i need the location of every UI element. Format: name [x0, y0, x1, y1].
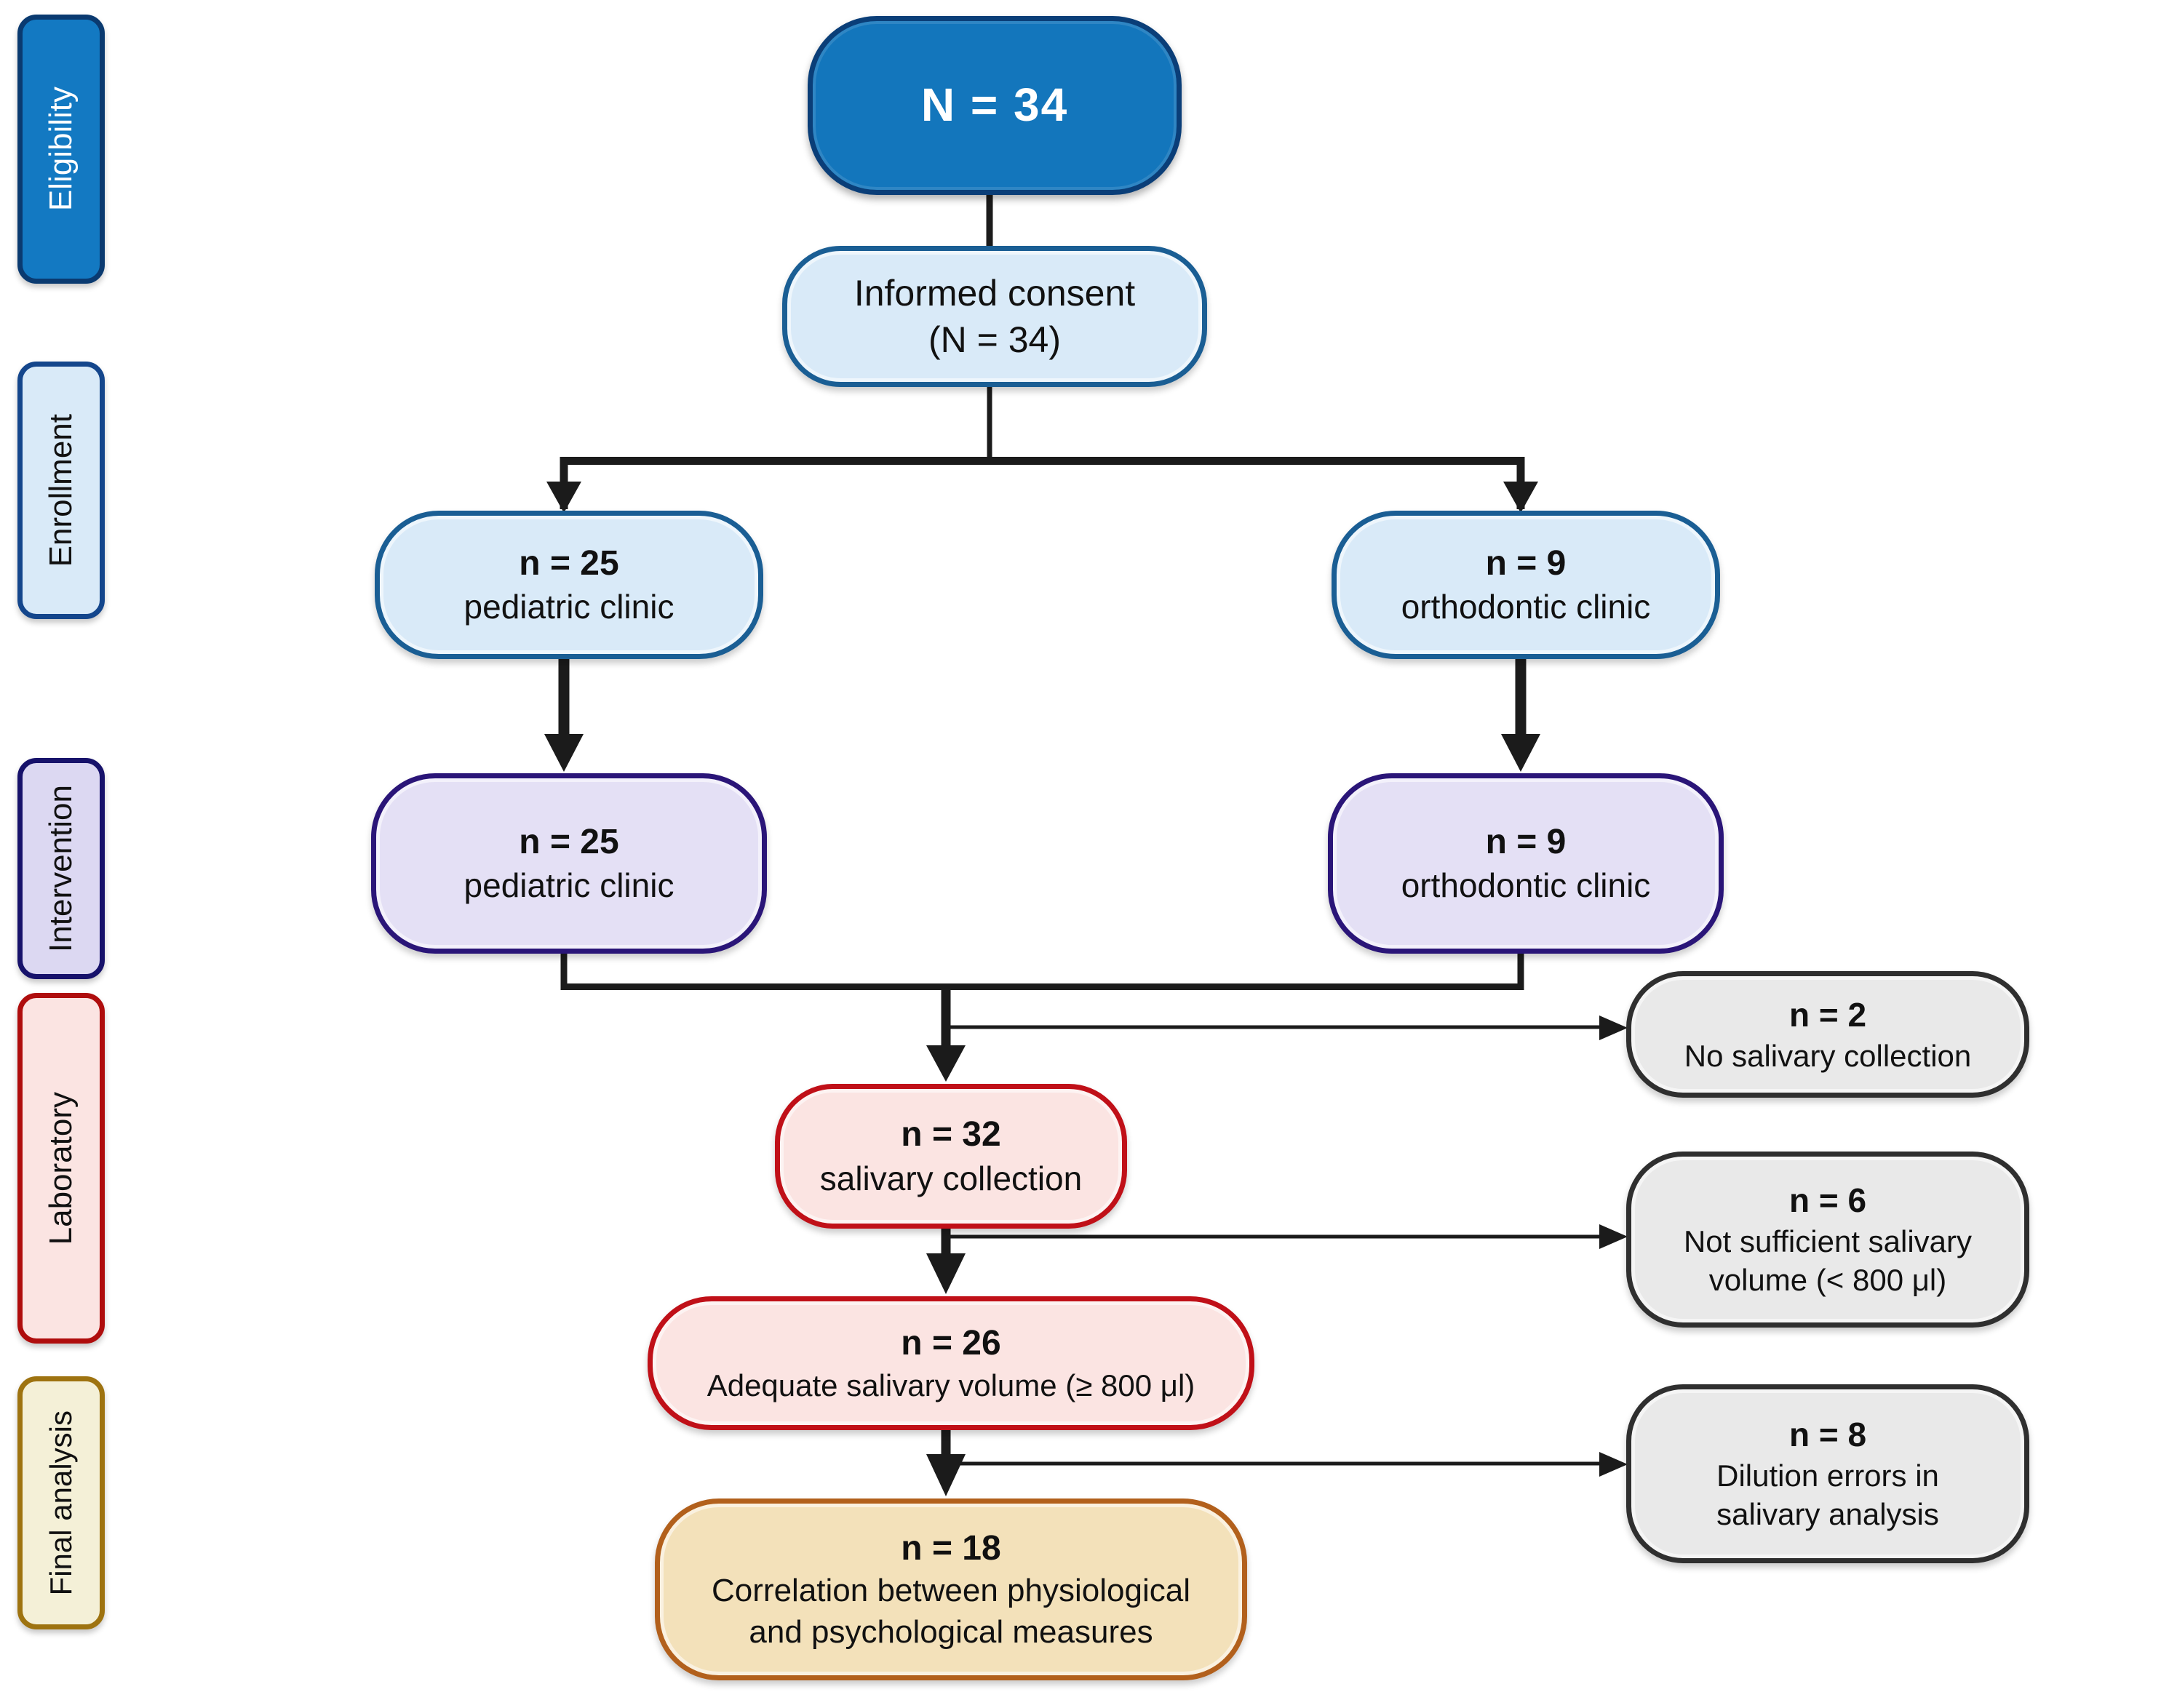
node-salivary-collection: n = 32 salivary collection — [775, 1084, 1127, 1229]
arrowhead-down-orthodontic-icon — [1503, 482, 1538, 513]
node-excluded-dilution-errors-count: n = 8 — [1788, 1415, 1867, 1453]
connector-intervention-merge — [560, 942, 1524, 990]
node-enrollment-orthodontic: n = 9 orthodontic clinic — [1332, 511, 1720, 659]
node-enrollment-orthodontic-count: n = 9 — [1485, 543, 1567, 583]
node-informed-consent: Informed consent (N = 34) — [782, 246, 1207, 387]
node-intervention-orthodontic-count: n = 9 — [1485, 822, 1567, 861]
node-final-analysis-line2: Correlation between physiological — [712, 1573, 1190, 1609]
node-enrollment-pediatric-count: n = 25 — [519, 543, 619, 583]
arrowhead-right-insufficient-icon — [1599, 1224, 1628, 1249]
node-final-analysis-correlation: n = 18 Correlation between physiological… — [655, 1499, 1247, 1680]
stage-label-laboratory: Laboratory — [17, 993, 105, 1344]
node-excluded-no-salivary-collection-count: n = 2 — [1788, 995, 1867, 1034]
arrowhead-down-salivary-icon — [926, 1045, 966, 1082]
stage-label-enrollment: Enrollment — [17, 362, 105, 619]
node-intervention-orthodontic-label: orthodontic clinic — [1401, 866, 1651, 905]
stage-label-final-analysis: Final analysis — [17, 1376, 105, 1629]
node-total-sample-count: N = 34 — [920, 79, 1069, 132]
stage-label-enrollment-text: Enrollment — [43, 413, 79, 567]
node-excluded-dilution-errors: n = 8 Dilution errors in salivary analys… — [1626, 1384, 2029, 1563]
node-excluded-insufficient-volume-line3: volume (< 800 μl) — [1708, 1263, 1947, 1298]
arrowhead-down-intervention-right-icon — [1501, 734, 1540, 772]
node-excluded-insufficient-volume: n = 6 Not sufficient salivary volume (< … — [1626, 1152, 2029, 1328]
stage-label-intervention: Intervention — [17, 758, 105, 979]
arrowhead-right-dilution-icon — [1599, 1452, 1628, 1477]
arrowhead-right-no-collection-icon — [1599, 1015, 1628, 1040]
node-enrollment-pediatric: n = 25 pediatric clinic — [375, 511, 763, 659]
node-total-sample: N = 34 — [808, 16, 1182, 195]
node-adequate-salivary-volume-label: Adequate salivary volume (≥ 800 μl) — [707, 1368, 1195, 1402]
stage-label-intervention-text: Intervention — [43, 785, 79, 952]
arrowhead-down-adequate-icon — [926, 1253, 966, 1294]
node-excluded-dilution-errors-line2: Dilution errors in — [1716, 1458, 1939, 1493]
node-excluded-dilution-errors-line3: salivary analysis — [1716, 1497, 1939, 1532]
node-salivary-collection-count: n = 32 — [901, 1115, 1001, 1154]
arrowhead-down-intervention-left-icon — [544, 734, 584, 772]
node-final-analysis-line3: and psychological measures — [749, 1613, 1153, 1650]
node-excluded-insufficient-volume-line2: Not sufficient salivary — [1683, 1224, 1973, 1258]
node-adequate-salivary-volume-count: n = 26 — [901, 1324, 1001, 1363]
node-enrollment-orthodontic-label: orthodontic clinic — [1401, 588, 1651, 626]
node-adequate-salivary-volume: n = 26 Adequate salivary volume (≥ 800 μ… — [648, 1296, 1254, 1430]
arrowhead-down-final-icon — [926, 1454, 966, 1496]
node-excluded-insufficient-volume-count: n = 6 — [1788, 1181, 1867, 1219]
stage-label-eligibility-text: Eligibility — [43, 87, 79, 212]
node-intervention-pediatric-label: pediatric clinic — [463, 866, 674, 905]
stage-label-final-analysis-text: Final analysis — [44, 1410, 78, 1596]
node-intervention-pediatric-count: n = 25 — [519, 822, 619, 861]
node-excluded-no-salivary-collection: n = 2 No salivary collection — [1626, 971, 2029, 1098]
arrowhead-down-pediatric-icon — [546, 482, 581, 513]
node-salivary-collection-label: salivary collection — [819, 1159, 1083, 1197]
node-enrollment-pediatric-label: pediatric clinic — [463, 588, 674, 626]
node-final-analysis-count: n = 18 — [901, 1528, 1001, 1568]
node-informed-consent-line2: (N = 34) — [928, 319, 1061, 360]
node-intervention-pediatric: n = 25 pediatric clinic — [371, 773, 767, 954]
node-excluded-no-salivary-collection-label: No salivary collection — [1684, 1038, 1972, 1073]
connector-tbar-branches — [560, 457, 1525, 509]
node-intervention-orthodontic: n = 9 orthodontic clinic — [1328, 773, 1724, 954]
stage-label-laboratory-text: Laboratory — [43, 1091, 79, 1245]
node-informed-consent-line1: Informed consent — [853, 273, 1136, 314]
stage-label-eligibility: Eligibility — [17, 15, 105, 284]
